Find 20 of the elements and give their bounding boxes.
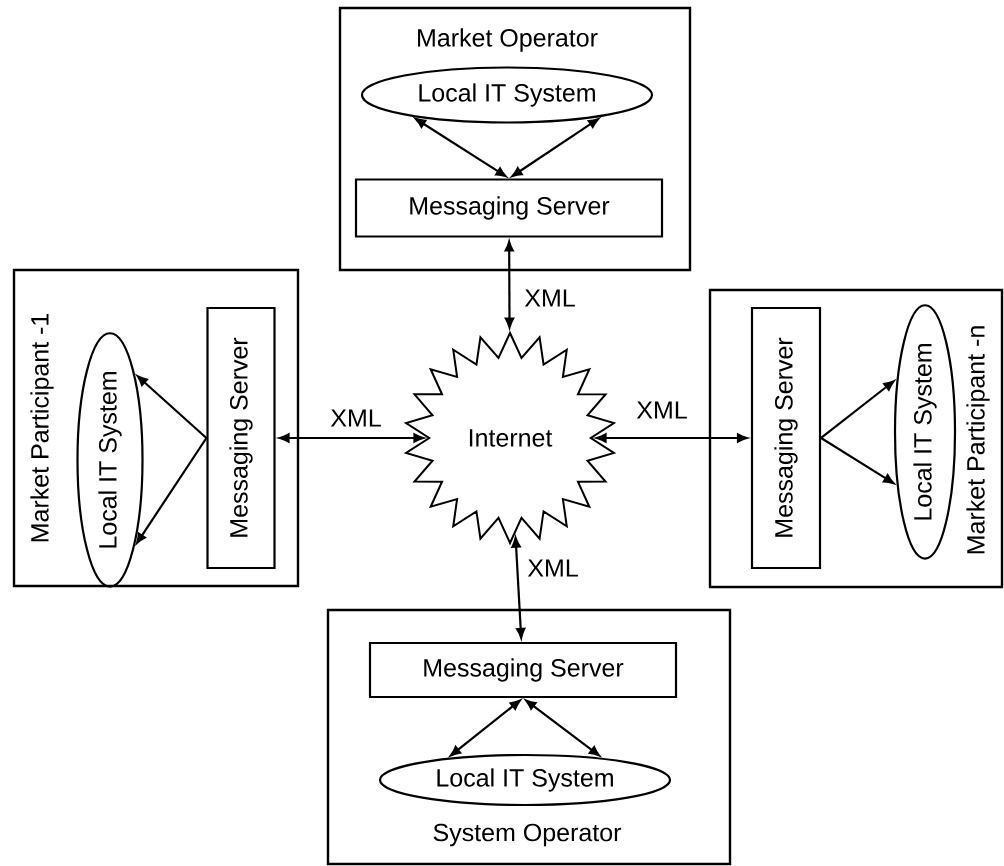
- arrow: [136, 437, 208, 544]
- server-box: Messaging Server: [206, 306, 276, 570]
- arrow: [136, 375, 208, 439]
- edge-label: XML: [329, 408, 383, 428]
- edge-label: XML: [635, 400, 689, 420]
- arrow: [595, 433, 748, 443]
- server-box: Messaging Server: [354, 178, 664, 238]
- edge-label: XML: [526, 558, 580, 578]
- server-box: Messaging Server: [750, 306, 822, 570]
- server-box: Messaging Server: [368, 641, 678, 699]
- edge-label: XML: [523, 288, 577, 308]
- arrow: [504, 240, 515, 329]
- arrow: [415, 118, 507, 178]
- arrow: [820, 380, 895, 439]
- arrow: [278, 433, 425, 443]
- arrow: [511, 536, 526, 639]
- arrow: [525, 699, 600, 757]
- arrow: [450, 699, 521, 757]
- arrow: [511, 118, 599, 178]
- arrow: [820, 437, 895, 484]
